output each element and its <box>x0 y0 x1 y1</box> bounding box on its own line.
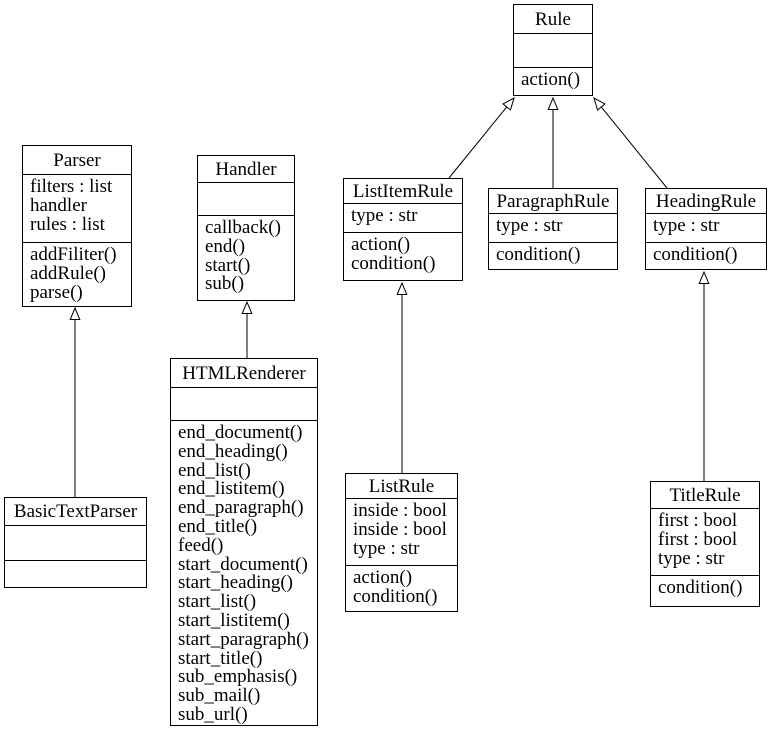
handler-methods: callback() end() start() sub() <box>205 217 281 295</box>
htmlrenderer-class-name: HTMLRenderer <box>171 359 317 388</box>
listrule-class-name: ListRule <box>346 474 457 499</box>
class-box-parser: Parser filters : list handler rules : li… <box>22 145 132 307</box>
basictextparser-methods <box>5 561 146 587</box>
rule-methods: action() <box>521 69 581 90</box>
parser-class-name: Parser <box>23 146 131 175</box>
htmlrenderer-attributes <box>171 388 317 421</box>
listitemrule-class-name: ListItemRule <box>344 179 462 204</box>
basictextparser-class-name: BasicTextParser <box>5 498 146 526</box>
handler-class-name: Handler <box>198 156 294 183</box>
class-box-handler: Handler callback() end() start() sub() <box>197 155 295 301</box>
titlerule-methods: condition() <box>658 577 743 598</box>
paragraphrule-methods: condition() <box>496 244 581 265</box>
class-box-paragraphrule: ParagraphRule type : str condition() <box>488 188 618 270</box>
class-box-basictextparser: BasicTextParser <box>4 497 147 588</box>
rule-class-name: Rule <box>514 5 592 34</box>
listrule-methods: action() condition() <box>353 567 438 607</box>
headingrule-methods: condition() <box>653 244 738 265</box>
class-box-rule: Rule action() <box>513 4 593 96</box>
listrule-attributes: inside : bool inside : bool type : str <box>346 499 457 566</box>
edge-listitemrule-rule <box>448 96 515 179</box>
listitemrule-attributes: type : str <box>344 204 462 233</box>
handler-attributes <box>198 183 294 216</box>
basictextparser-attributes <box>5 526 146 561</box>
listitemrule-methods: action() condition() <box>351 234 436 274</box>
headingrule-attributes: type : str <box>646 214 766 243</box>
parser-attributes: filters : list handler rules : list <box>23 175 131 243</box>
paragraphrule-class-name: ParagraphRule <box>489 189 617 214</box>
titlerule-attributes: first : bool first : bool type : str <box>651 509 759 576</box>
titlerule-class-name: TitleRule <box>651 482 759 509</box>
htmlrenderer-methods: end_document() end_heading() end_list() … <box>178 422 309 725</box>
edge-headingrule-rule <box>593 96 668 189</box>
parser-methods: addFiliter() addRule() parse() <box>30 244 117 303</box>
headingrule-class-name: HeadingRule <box>646 189 766 214</box>
rule-attributes <box>514 34 592 68</box>
class-box-titlerule: TitleRule first : bool first : bool type… <box>650 481 760 607</box>
class-box-htmlrenderer: HTMLRenderer end_document() end_heading(… <box>170 358 318 726</box>
class-box-headingrule: HeadingRule type : str condition() <box>645 188 767 270</box>
class-box-listitemrule: ListItemRule type : str action() conditi… <box>343 178 463 281</box>
class-box-listrule: ListRule inside : bool inside : bool typ… <box>345 473 458 612</box>
paragraphrule-attributes: type : str <box>489 214 617 243</box>
